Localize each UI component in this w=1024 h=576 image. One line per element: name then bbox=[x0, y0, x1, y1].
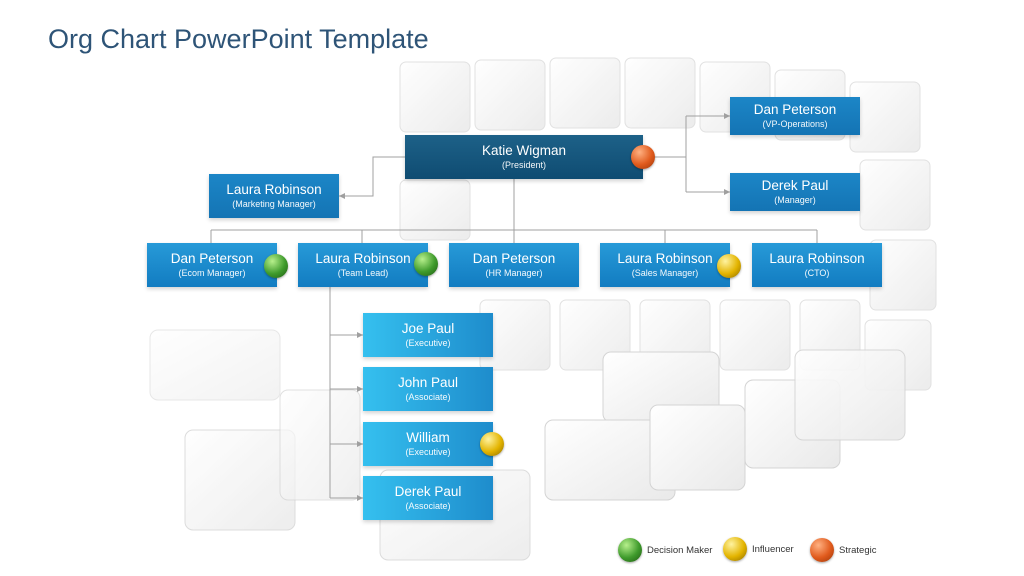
node-team-member[interactable]: William (Executive) bbox=[363, 422, 493, 466]
node-role: (Executive) bbox=[405, 338, 451, 348]
influencer-indicator-icon bbox=[717, 254, 741, 278]
strategic-indicator-icon bbox=[631, 145, 655, 169]
node-name: Joe Paul bbox=[401, 321, 455, 336]
arrowhead-icon bbox=[357, 441, 363, 447]
arrowhead-icon bbox=[724, 113, 730, 119]
node-role: (Ecom Manager) bbox=[178, 268, 246, 278]
arrowhead-icon bbox=[339, 193, 345, 199]
node-role: (HR Manager) bbox=[485, 268, 543, 278]
node-name: John Paul bbox=[397, 375, 459, 390]
node-team-member[interactable]: Derek Paul (Associate) bbox=[363, 476, 493, 520]
arrowhead-icon bbox=[357, 332, 363, 338]
node-ops-manager[interactable]: Derek Paul (Manager) bbox=[730, 173, 860, 211]
node-name: Laura Robinson bbox=[769, 251, 865, 266]
node-name: Derek Paul bbox=[761, 178, 829, 193]
node-role: (President) bbox=[501, 160, 546, 170]
node-team-member[interactable]: Joe Paul (Executive) bbox=[363, 313, 493, 357]
connector-line bbox=[339, 156, 405, 197]
slide-title: Org Chart PowerPoint Template bbox=[48, 24, 429, 54]
influencer-indicator-icon bbox=[480, 432, 504, 456]
node-role: (Team Lead) bbox=[337, 268, 389, 278]
legend-strategic: Strategic bbox=[810, 538, 877, 562]
node-team-lead[interactable]: Laura Robinson (Team Lead) bbox=[298, 243, 428, 287]
node-name: William bbox=[406, 430, 450, 445]
arrowhead-icon bbox=[357, 495, 363, 501]
legend-label: Strategic bbox=[839, 544, 877, 556]
node-role: (Associate) bbox=[405, 501, 451, 511]
cube-pile bbox=[149, 329, 906, 561]
node-role: (Manager) bbox=[774, 195, 816, 205]
node-role: (Marketing Manager) bbox=[232, 199, 316, 209]
decision-maker-indicator-icon bbox=[414, 252, 438, 276]
node-role: (CTO) bbox=[804, 268, 830, 278]
node-role: (Executive) bbox=[405, 447, 451, 457]
node-marketing-manager[interactable]: Laura Robinson (Marketing Manager) bbox=[209, 174, 339, 218]
node-name: Katie Wigman bbox=[481, 143, 567, 158]
node-name: Dan Peterson bbox=[170, 251, 254, 266]
node-hr-manager[interactable]: Dan Peterson (HR Manager) bbox=[449, 243, 579, 287]
decision-maker-legend-icon bbox=[618, 538, 642, 562]
node-role: (Associate) bbox=[405, 392, 451, 402]
node-president[interactable]: Katie Wigman (President) bbox=[405, 135, 643, 179]
node-role: (VP-Operations) bbox=[762, 119, 828, 129]
node-name: Dan Peterson bbox=[753, 102, 837, 117]
legend-influencer: Influencer bbox=[723, 537, 794, 561]
legend-decision-maker: Decision Maker bbox=[618, 538, 712, 562]
arrowhead-icon bbox=[357, 386, 363, 392]
node-sales-manager[interactable]: Laura Robinson (Sales Manager) bbox=[600, 243, 730, 287]
arrowhead-icon bbox=[724, 189, 730, 195]
node-ecom-manager[interactable]: Dan Peterson (Ecom Manager) bbox=[147, 243, 277, 287]
strategic-legend-icon bbox=[810, 538, 834, 562]
legend-label: Influencer bbox=[752, 543, 794, 555]
node-name: Laura Robinson bbox=[315, 251, 411, 266]
node-cto[interactable]: Laura Robinson (CTO) bbox=[752, 243, 882, 287]
node-name: Laura Robinson bbox=[617, 251, 713, 266]
node-role: (Sales Manager) bbox=[631, 268, 699, 278]
node-name: Dan Peterson bbox=[472, 251, 556, 266]
node-vp-operations[interactable]: Dan Peterson (VP-Operations) bbox=[730, 97, 860, 135]
node-name: Laura Robinson bbox=[226, 182, 322, 197]
node-name: Derek Paul bbox=[394, 484, 462, 499]
legend-label: Decision Maker bbox=[647, 544, 713, 556]
decision-maker-indicator-icon bbox=[264, 254, 288, 278]
node-team-member[interactable]: John Paul (Associate) bbox=[363, 367, 493, 411]
influencer-legend-icon bbox=[723, 537, 747, 561]
